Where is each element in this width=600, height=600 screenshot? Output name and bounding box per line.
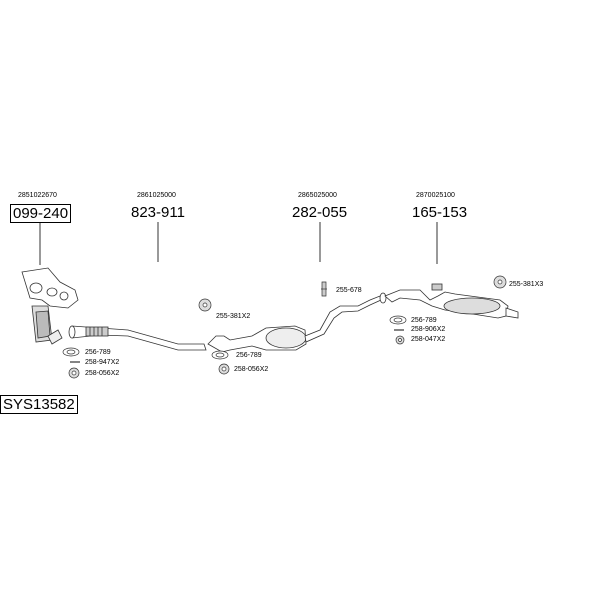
front-pipe-part — [68, 325, 207, 351]
callout-gasket-1[interactable]: 256-789 — [85, 349, 111, 356]
part-ref-2: 2861025000 — [137, 192, 176, 199]
callout-mount-1[interactable]: 255-381X2 — [216, 313, 251, 320]
callout-nut-2[interactable]: 258-056X2 — [234, 366, 269, 373]
callout-gasket-2[interactable]: 256-789 — [236, 352, 262, 359]
callout-nut-1[interactable]: 258-056X2 — [85, 370, 120, 377]
callout-mount-2[interactable]: 255-381X3 — [509, 281, 544, 288]
part-code-2[interactable]: 823-911 — [131, 204, 185, 221]
part-ref-3: 2865025000 — [298, 192, 337, 199]
callout-bolt-2[interactable]: 258-906X2 — [411, 326, 446, 333]
callout-gasket-3[interactable]: 256-789 — [411, 317, 437, 324]
part-ref-4: 2870025100 — [416, 192, 455, 199]
system-code: SYS13582 — [0, 395, 78, 414]
part-ref-1: 2851022670 — [18, 192, 57, 199]
centre-silencer-part — [207, 292, 387, 353]
callout-nut-3[interactable]: 258-047X2 — [411, 336, 446, 343]
callout-hanger[interactable]: 255-678 — [336, 287, 362, 294]
catalytic-converter-part — [21, 267, 79, 345]
part-code-1[interactable]: 099-240 — [10, 204, 72, 223]
part-code-4[interactable]: 165-153 — [412, 204, 468, 221]
part-code-3[interactable]: 282-055 — [292, 204, 348, 221]
callout-bolt-1[interactable]: 258-947X2 — [85, 359, 120, 366]
rear-silencer-part — [384, 283, 519, 319]
